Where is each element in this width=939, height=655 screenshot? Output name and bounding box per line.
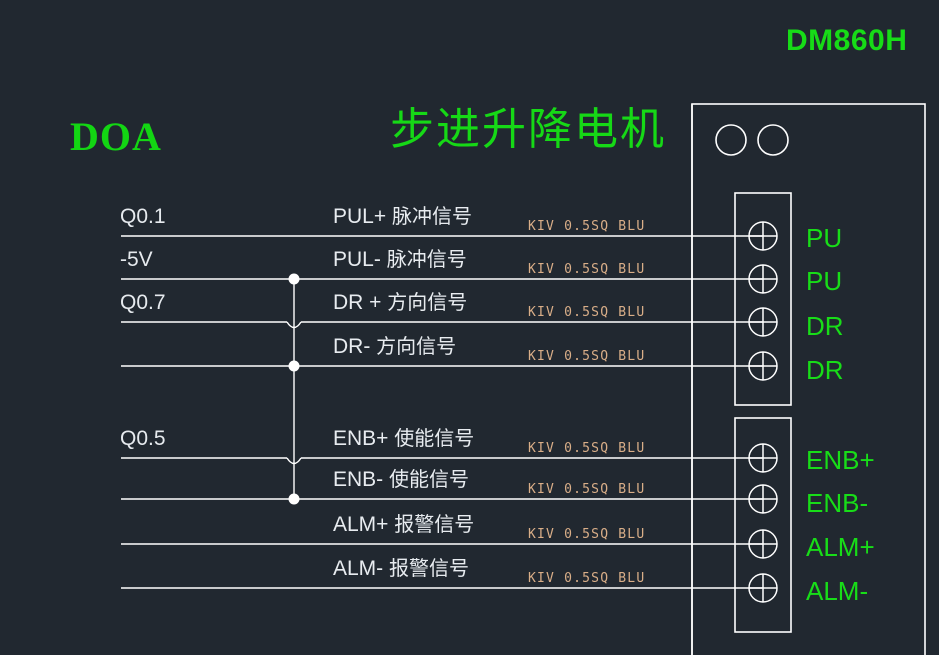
terminal-block-upper	[734, 192, 792, 406]
cable-spec-row-1: KIV 0.5SQ BLU	[528, 219, 646, 234]
junction-dot	[288, 360, 300, 372]
signal-label-row-3: DR + 方向信号	[333, 292, 467, 313]
terminal-screw-icon	[748, 443, 778, 473]
cable-spec-row-8: KIV 0.5SQ BLU	[528, 571, 646, 586]
led-indicator-icon	[757, 124, 789, 156]
signal-code-row-3: DR +	[333, 291, 382, 314]
signal-desc-row-3: 方向信号	[387, 290, 468, 314]
io-label-row-1: Q0.1	[120, 205, 166, 228]
junction-dot	[288, 273, 300, 285]
junction-dot	[288, 493, 300, 505]
signal-desc-row-1: 脉冲信号	[391, 204, 472, 228]
signal-code-row-1: PUL+	[333, 205, 387, 228]
signal-label-row-5: ENB+ 使能信号	[333, 428, 474, 449]
source-label-doa: DOA	[70, 114, 162, 159]
cable-spec-row-3: KIV 0.5SQ BLU	[528, 305, 646, 320]
signal-code-row-7: ALM+	[333, 513, 389, 536]
signal-code-row-2: PUL-	[333, 248, 381, 271]
terminal-screw-icon	[748, 264, 778, 294]
cable-spec-row-6: KIV 0.5SQ BLU	[528, 482, 646, 497]
terminal-label-6: ENB-	[806, 488, 869, 518]
io-label-row-5: Q0.5	[120, 427, 166, 450]
signal-label-row-8: ALM- 报警信号	[333, 558, 469, 579]
signal-code-row-6: ENB-	[333, 468, 384, 491]
terminal-label-5: ENB+	[806, 445, 875, 475]
cable-spec-row-4: KIV 0.5SQ BLU	[528, 349, 646, 364]
signal-label-row-1: PUL+ 脉冲信号	[333, 206, 472, 227]
signal-desc-row-4: 方向信号	[376, 334, 457, 358]
device-model-title: DM860H	[786, 24, 908, 57]
terminal-screw-icon	[748, 351, 778, 381]
signal-desc-row-7: 报警信号	[394, 512, 475, 536]
cable-spec-row-2: KIV 0.5SQ BLU	[528, 262, 646, 277]
cable-spec-row-7: KIV 0.5SQ BLU	[528, 527, 646, 542]
terminal-label-7: ALM+	[806, 532, 875, 562]
terminal-label-3: DR	[806, 311, 844, 341]
signal-desc-row-2: 脉冲信号	[386, 247, 467, 271]
signal-code-row-5: ENB+	[333, 427, 389, 450]
terminal-screw-icon	[748, 529, 778, 559]
cable-spec-row-5: KIV 0.5SQ BLU	[528, 441, 646, 456]
signal-code-row-4: DR-	[333, 335, 371, 358]
terminal-screw-icon	[748, 221, 778, 251]
signal-label-row-4: DR- 方向信号	[333, 336, 456, 357]
terminal-label-1: PU	[806, 223, 843, 253]
terminal-block-lower	[734, 417, 792, 633]
signal-desc-row-5: 使能信号	[394, 426, 475, 450]
terminal-screw-icon	[748, 573, 778, 603]
terminal-screw-icon	[748, 307, 778, 337]
io-label-row-3: Q0.7	[120, 291, 166, 314]
led-indicator-icon	[715, 124, 747, 156]
terminal-label-2: PU	[806, 266, 843, 296]
terminal-label-4: DR	[806, 355, 844, 385]
signal-desc-row-8: 报警信号	[389, 556, 470, 580]
signal-label-row-2: PUL- 脉冲信号	[333, 249, 467, 270]
terminal-label-8: ALM-	[806, 576, 869, 606]
signal-label-row-6: ENB- 使能信号	[333, 469, 469, 490]
signal-label-row-7: ALM+ 报警信号	[333, 514, 474, 535]
terminal-screw-icon	[748, 484, 778, 514]
signal-code-row-8: ALM-	[333, 557, 384, 580]
io-label-row-2: -5V	[120, 248, 153, 271]
diagram-title-cn: 步进升降电机	[390, 104, 666, 155]
signal-desc-row-6: 使能信号	[389, 467, 470, 491]
